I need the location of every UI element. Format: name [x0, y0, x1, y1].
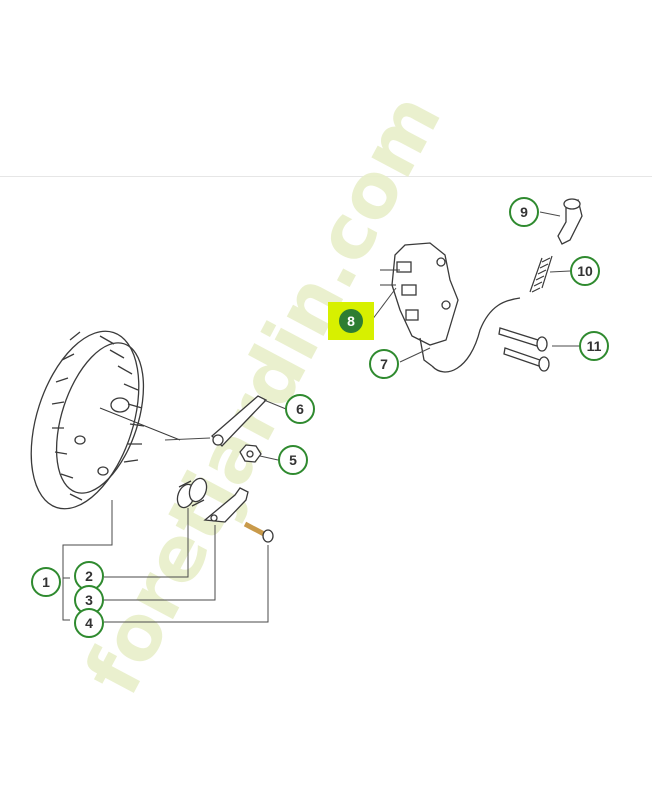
callout-5-label: 5: [289, 452, 297, 468]
callout-7[interactable]: 7: [369, 349, 399, 379]
callout-8-label: 8: [347, 313, 355, 329]
callout-3-label: 3: [85, 592, 93, 608]
callout-4[interactable]: 4: [74, 608, 104, 638]
callout-11-label: 11: [587, 338, 602, 354]
callout-6-label: 6: [296, 401, 304, 417]
callout-7-label: 7: [380, 356, 388, 372]
screw-part: [243, 521, 274, 543]
callout-1[interactable]: 1: [31, 567, 61, 597]
callout-10[interactable]: 10: [570, 256, 600, 286]
ignition-coil-part: [380, 242, 521, 373]
callout-5[interactable]: 5: [278, 445, 308, 475]
callout-9[interactable]: 9: [509, 197, 539, 227]
header-divider: [0, 176, 652, 177]
callout-8[interactable]: 8: [328, 302, 374, 340]
callout-1-label: 1: [42, 574, 50, 590]
callout-4-label: 4: [85, 615, 93, 631]
callout-11[interactable]: 11: [579, 331, 609, 361]
lever-part: [211, 395, 268, 447]
callout-9-label: 9: [520, 204, 528, 220]
spring-part: [529, 255, 553, 293]
callout-2-label: 2: [85, 568, 93, 584]
callout-6[interactable]: 6: [285, 394, 315, 424]
bush-part: [176, 477, 208, 509]
leader-lines: [62, 211, 580, 623]
blank-header-area: [0, 0, 652, 176]
spark-plug-cap-part: [557, 198, 583, 245]
flywheel-part: [30, 330, 181, 510]
coil-screws-part: [498, 327, 550, 372]
callout-10-label: 10: [577, 263, 593, 279]
pawl-part: [203, 487, 249, 523]
nut-part: [239, 444, 262, 463]
